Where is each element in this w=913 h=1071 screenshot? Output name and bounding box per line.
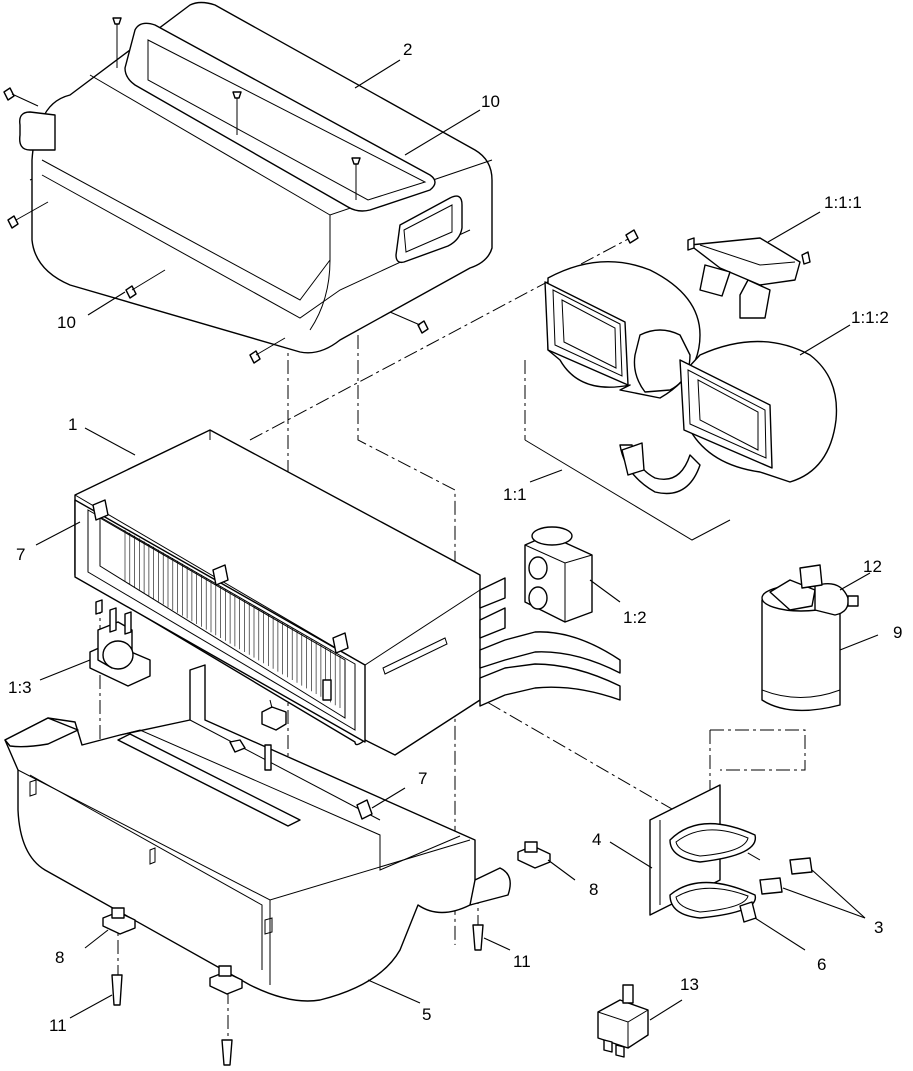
callout-8-left: 8	[55, 948, 64, 967]
heater-core-fins	[124, 530, 341, 708]
blower-assembly	[524, 237, 838, 541]
callout-11-left: 11	[49, 1016, 67, 1035]
thermostat-switch	[89, 599, 151, 687]
callout-labels: 2 10 10 1:1:1 1:1:2 1 1:1 7 12 1:2 9 1:3…	[8, 40, 902, 1035]
callout-7-lower: 7	[418, 769, 427, 788]
callout-9: 9	[893, 623, 902, 642]
callout-1-1-1: 1:1:1	[824, 193, 862, 212]
callout-10-upper: 10	[481, 92, 500, 111]
callout-5: 5	[422, 1005, 431, 1024]
callout-1-3: 1:3	[8, 678, 32, 697]
callout-10-lower: 10	[57, 313, 76, 332]
fasteners	[102, 841, 551, 1066]
bracket-clamps	[649, 784, 813, 923]
callout-4: 4	[592, 830, 601, 849]
callout-6: 6	[817, 955, 826, 974]
relay	[597, 984, 649, 1058]
callout-2: 2	[403, 40, 412, 59]
callout-3: 3	[874, 918, 883, 937]
leader-lines	[35, 59, 879, 1021]
callout-1-1-2: 1:1:2	[851, 308, 889, 327]
callout-1-1: 1:1	[503, 485, 527, 504]
heater-housing	[74, 429, 621, 756]
callout-7-upper: 7	[16, 545, 25, 564]
receiver-drier	[761, 564, 859, 712]
lower-tray	[4, 664, 511, 1002]
expansion-valve	[524, 526, 593, 623]
callout-8-right: 8	[589, 880, 598, 899]
callout-11-right: 11	[513, 952, 531, 971]
callout-1-2: 1:2	[623, 608, 647, 627]
callout-1: 1	[68, 415, 77, 434]
callout-13: 13	[680, 975, 699, 994]
cover-upper	[3, 1, 639, 364]
callout-12: 12	[863, 557, 882, 576]
clip-7	[356, 799, 373, 820]
